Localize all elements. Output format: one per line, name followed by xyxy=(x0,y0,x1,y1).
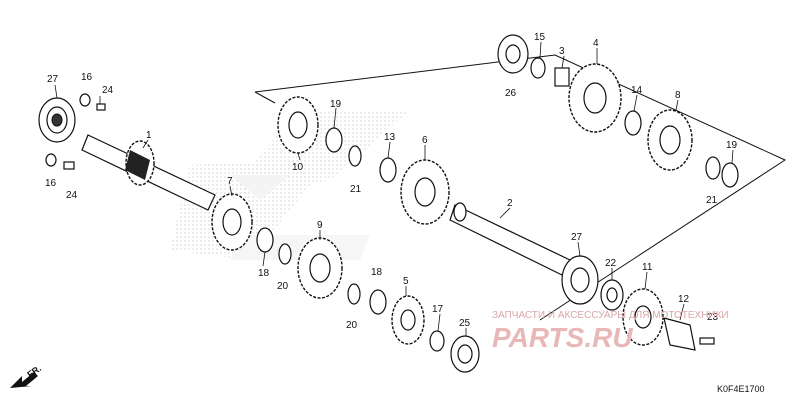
label-26: 26 xyxy=(505,88,517,99)
label-4: 4 xyxy=(593,38,599,49)
circlip-21-a xyxy=(348,145,362,167)
part-labels: 27 16 24 1 16 24 19 10 13 21 6 7 18 20 9… xyxy=(45,32,738,331)
label-2: 2 xyxy=(507,198,513,209)
gear-5 xyxy=(391,295,425,345)
label-7: 7 xyxy=(227,176,233,187)
label-3: 3 xyxy=(559,46,565,57)
watermark-caption: ЗАПЧАСТИ И АКСЕССУАРЫ ДЛЯ МОТОТЕХНИКИ xyxy=(492,310,729,321)
seal-22 xyxy=(600,279,624,311)
label-20-b: 20 xyxy=(346,320,358,331)
label-23: 23 xyxy=(707,312,719,323)
gear-9 xyxy=(297,237,343,299)
label-5: 5 xyxy=(403,276,409,287)
bearing-27-left xyxy=(38,97,76,143)
label-1: 1 xyxy=(146,130,152,141)
label-19-left: 19 xyxy=(330,99,342,110)
assembly-frame-tick xyxy=(254,91,276,104)
washer-15 xyxy=(530,57,546,79)
front-direction-arrow: FR. xyxy=(10,363,43,388)
washer-18-b xyxy=(369,289,387,315)
label-22: 22 xyxy=(605,258,617,269)
label-16-top: 16 xyxy=(81,72,93,83)
circlip-20-a xyxy=(278,243,292,265)
washer-14 xyxy=(624,110,642,136)
label-15: 15 xyxy=(534,32,546,43)
label-21-left: 21 xyxy=(350,184,362,195)
bearing-26 xyxy=(497,34,529,74)
washer-13 xyxy=(379,157,397,183)
label-25: 25 xyxy=(459,318,471,329)
sprocket-11 xyxy=(622,288,664,346)
washer-16-bottom xyxy=(45,153,57,167)
gear-6 xyxy=(400,159,450,225)
watermark-logo: PARTS.RU xyxy=(492,322,633,353)
label-11: 11 xyxy=(642,262,653,273)
bolt-24-bottom xyxy=(63,161,75,170)
label-24-bottom: 24 xyxy=(66,190,78,201)
bolt-23 xyxy=(699,337,715,345)
label-24-top: 24 xyxy=(102,85,114,96)
label-14: 14 xyxy=(631,85,643,96)
label-17: 17 xyxy=(432,304,444,315)
label-27-right: 27 xyxy=(571,232,583,243)
gear-4 xyxy=(568,63,622,133)
label-27-left: 27 xyxy=(47,74,59,85)
assembly-frame xyxy=(254,54,787,321)
label-21-right: 21 xyxy=(706,195,718,206)
label-18-b: 18 xyxy=(371,267,383,278)
washer-16-top xyxy=(79,93,91,107)
label-20-a: 20 xyxy=(277,281,289,292)
bushing-3 xyxy=(554,67,570,87)
washer-19-b xyxy=(721,162,739,188)
bearing-25 xyxy=(450,335,480,373)
gear-10 xyxy=(277,96,319,154)
gear-8 xyxy=(647,109,693,171)
circlip-21-b xyxy=(705,156,721,180)
label-10: 10 xyxy=(292,162,304,173)
label-13: 13 xyxy=(384,132,396,143)
label-19-right: 19 xyxy=(726,140,738,151)
washer-19-a xyxy=(325,127,343,153)
diagram-code: K0F4E1700 xyxy=(717,384,765,394)
washer-18-a xyxy=(256,227,274,253)
label-12: 12 xyxy=(678,294,690,305)
plate-12 xyxy=(663,317,696,351)
circlip-20-b xyxy=(347,283,361,305)
gear-7 xyxy=(211,193,253,251)
washer-17 xyxy=(429,330,445,352)
label-16-bottom: 16 xyxy=(45,178,57,189)
mainshaft-1 xyxy=(81,134,216,211)
bolt-24-top xyxy=(96,96,106,111)
bearing-27-right xyxy=(561,255,599,305)
label-6: 6 xyxy=(422,135,428,146)
label-9: 9 xyxy=(317,220,323,231)
leader-lines xyxy=(54,41,734,336)
label-18-a: 18 xyxy=(258,268,270,279)
countershaft-2 xyxy=(449,202,571,276)
label-8: 8 xyxy=(675,90,681,101)
